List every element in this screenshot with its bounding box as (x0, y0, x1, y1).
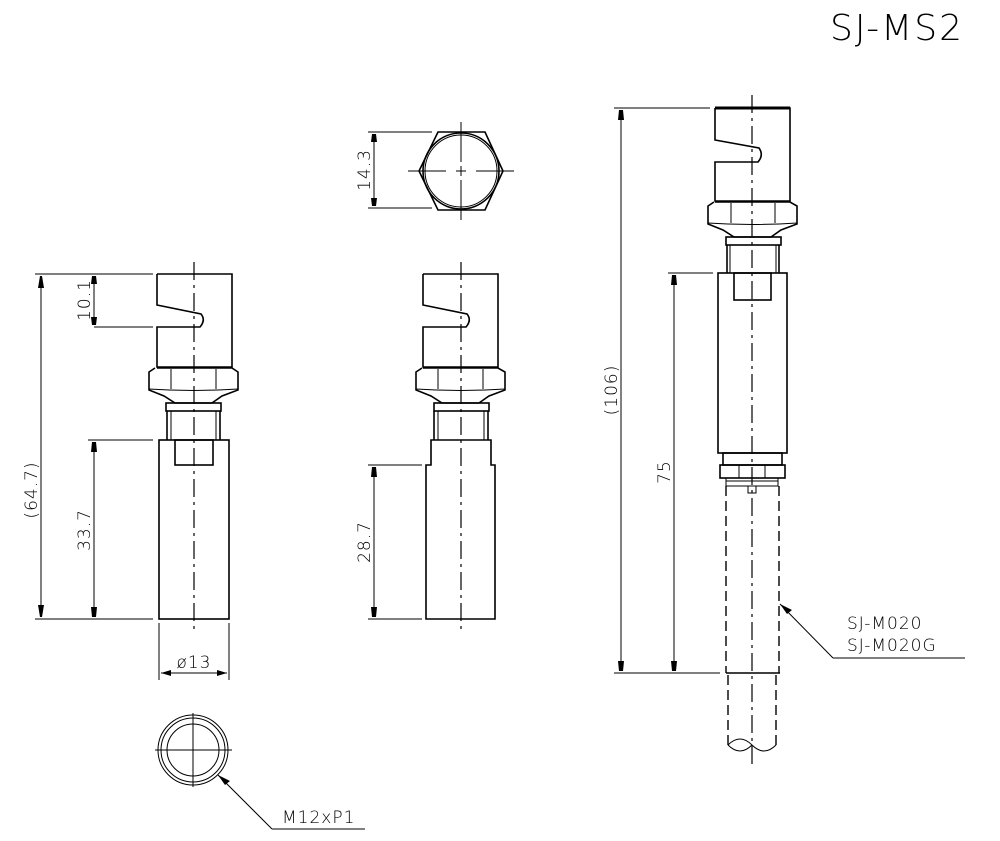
left-view: (64.7) 10.1 33.7 ø13 (22, 262, 239, 680)
dim-body-height-middle: 28.7 (355, 521, 375, 563)
dim-top-height: 10.1 (75, 279, 95, 321)
cable-label-1: SJ-M020 (847, 614, 922, 634)
right-assembly-view: (106) 75 SJ-M020 SJ-M020G (602, 95, 965, 765)
dim-length-75: 75 (655, 460, 675, 484)
dim-hex-size: 14.3 (355, 149, 375, 191)
thread-spec-label: M12xP1 (282, 808, 355, 828)
dim-overall-length: (106) (602, 365, 622, 416)
dim-overall-height: (64.7) (22, 461, 42, 518)
cable-label-2: SJ-M020G (847, 636, 937, 656)
thread-end-view: M12xP1 (155, 713, 365, 830)
dim-diameter: ø13 (176, 653, 211, 673)
dim-body-height: 33.7 (75, 509, 95, 551)
hex-top-view: 14.3 (355, 122, 514, 220)
drawing-title: SJ-MS2 (830, 8, 964, 49)
middle-side-view: 28.7 (355, 262, 506, 632)
